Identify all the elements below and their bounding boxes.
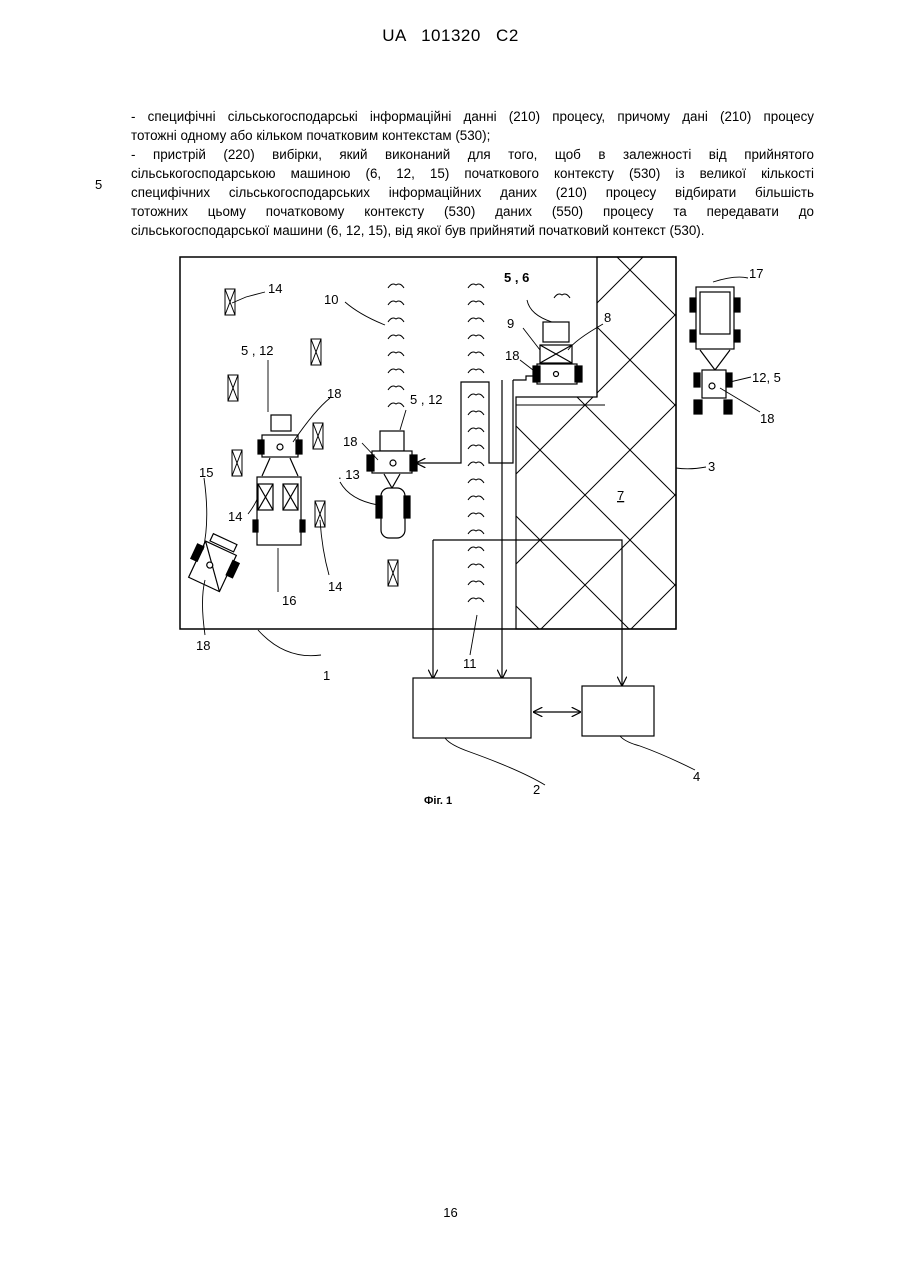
crop-mark bbox=[468, 394, 484, 398]
label-18: 18 bbox=[196, 638, 210, 653]
truck-icon bbox=[690, 287, 740, 370]
label-17: 17 bbox=[749, 266, 763, 281]
crate-icon bbox=[388, 560, 398, 586]
label-14: 14 bbox=[228, 509, 242, 524]
crate-icon bbox=[313, 423, 323, 449]
crop-mark bbox=[468, 318, 484, 322]
crop-mark bbox=[388, 352, 404, 356]
label-5-12: 5 , 12 bbox=[241, 343, 274, 358]
crop-mark bbox=[468, 462, 484, 466]
label-2: 2 bbox=[533, 782, 540, 797]
server-box-2 bbox=[413, 678, 531, 738]
label-13: . 13 bbox=[338, 467, 360, 482]
crop-mark bbox=[468, 445, 484, 449]
label-12-5: 12, 5 bbox=[752, 370, 781, 385]
crop-mark bbox=[468, 581, 484, 585]
tractor-with-implement-icon bbox=[367, 431, 417, 538]
crop-mark bbox=[388, 284, 404, 288]
crop-mark bbox=[468, 428, 484, 432]
crop-mark bbox=[468, 335, 484, 339]
crop-mark bbox=[388, 403, 404, 407]
server-box-4 bbox=[582, 686, 654, 736]
label-1: 1 bbox=[323, 668, 330, 683]
crate-icon bbox=[228, 375, 238, 401]
label-14: 14 bbox=[328, 579, 342, 594]
harvester-icon bbox=[533, 322, 582, 384]
page-number: 16 bbox=[0, 1205, 901, 1220]
hatched-area bbox=[516, 257, 676, 629]
label-16: 16 bbox=[282, 593, 296, 608]
crop-mark bbox=[388, 335, 404, 339]
label-3: 3 bbox=[708, 459, 715, 474]
label-11: 11 bbox=[463, 656, 477, 671]
crop-mark bbox=[468, 530, 484, 534]
crop-mark bbox=[388, 369, 404, 373]
crop-mark bbox=[468, 411, 484, 415]
crop-mark bbox=[468, 547, 484, 551]
label-7: 7 bbox=[617, 488, 624, 503]
crate-icon bbox=[311, 339, 321, 365]
crop-mark bbox=[468, 284, 484, 288]
tractor-icon bbox=[258, 415, 302, 476]
label-5-6: 5 , 6 bbox=[504, 270, 529, 285]
crop-mark bbox=[468, 564, 484, 568]
figure-caption: Фіг. 1 bbox=[424, 795, 452, 807]
crate-icons bbox=[225, 289, 398, 586]
crop-mark bbox=[388, 386, 404, 390]
crop-mark bbox=[468, 598, 484, 602]
label-15: 15 bbox=[199, 465, 213, 480]
crop-mark bbox=[468, 496, 484, 500]
label-18: 18 bbox=[343, 434, 357, 449]
label-18: 18 bbox=[505, 348, 519, 363]
crate-icon bbox=[232, 450, 242, 476]
crop-mark bbox=[388, 301, 404, 305]
label-18: 18 bbox=[327, 386, 341, 401]
crop-mark bbox=[554, 294, 570, 298]
crop-mark bbox=[468, 513, 484, 517]
crop-mark bbox=[468, 301, 484, 305]
crop-mark bbox=[468, 369, 484, 373]
label-10: 10 bbox=[324, 292, 338, 307]
label-18: 18 bbox=[760, 411, 774, 426]
crop-mark bbox=[468, 479, 484, 483]
crop-mark bbox=[388, 318, 404, 322]
label-5-12: 5 , 12 bbox=[410, 392, 443, 407]
label-8: 8 bbox=[604, 310, 611, 325]
label-4: 4 bbox=[693, 769, 700, 784]
trailer-icon bbox=[253, 477, 305, 545]
label-14: 14 bbox=[268, 281, 282, 296]
combine-icon bbox=[183, 529, 246, 594]
label-9: 9 bbox=[507, 316, 514, 331]
crop-mark bbox=[468, 352, 484, 356]
